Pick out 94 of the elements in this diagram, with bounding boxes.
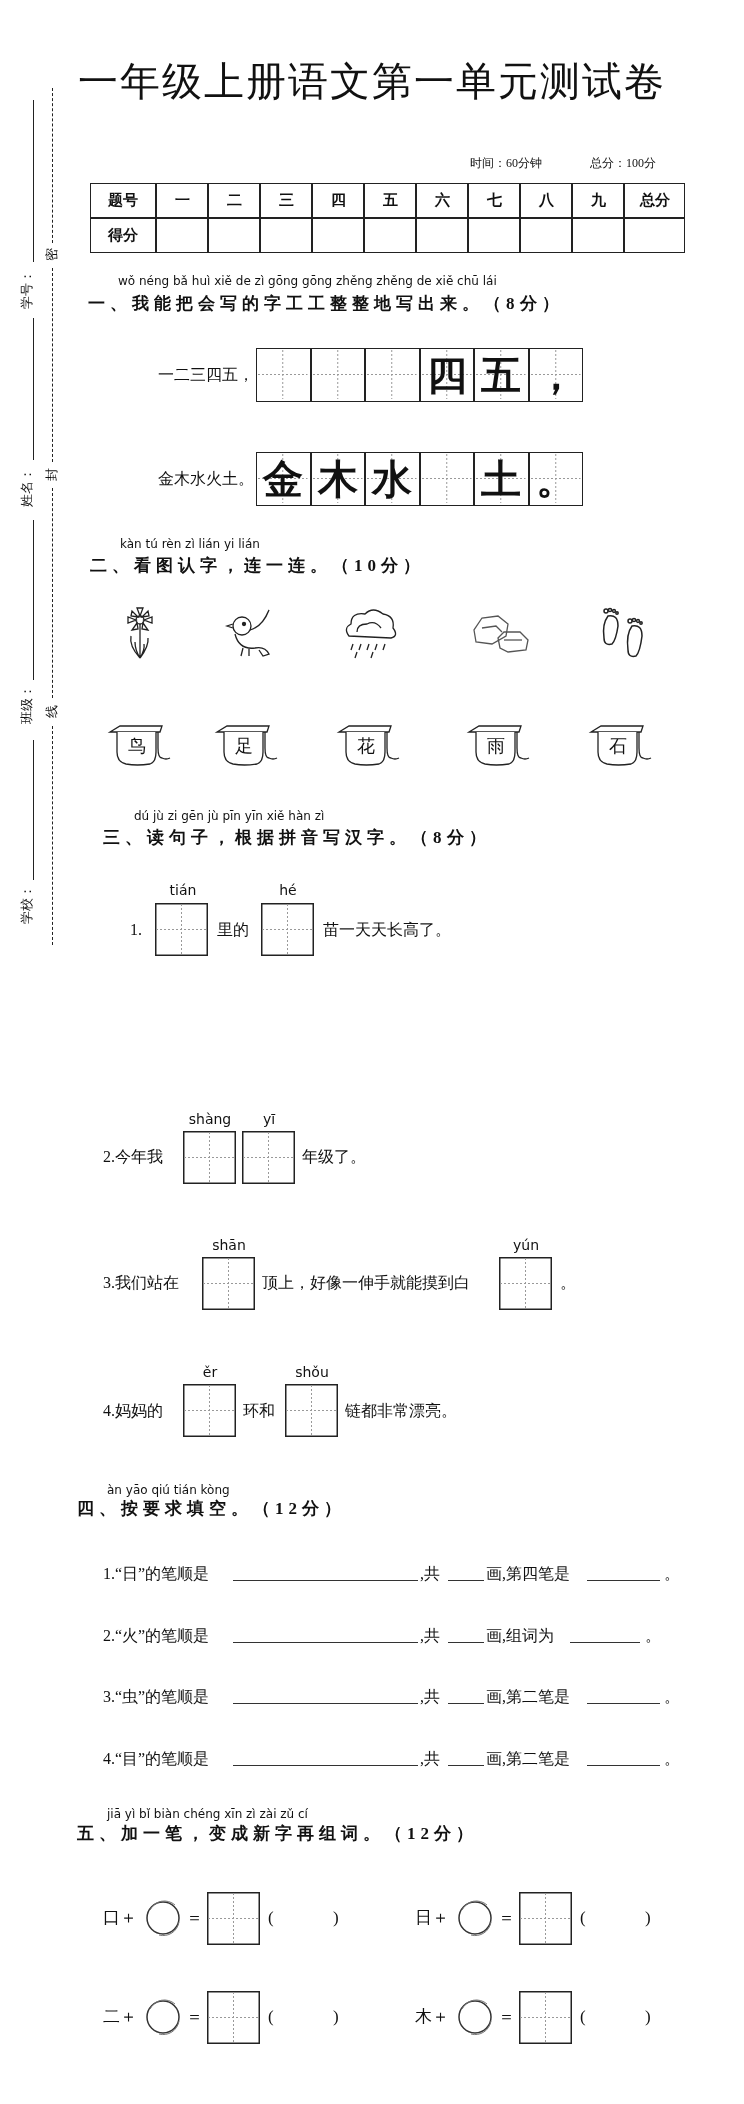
writing-grid-cell: 五 [474, 348, 529, 402]
question-text: 。 [664, 1687, 680, 1707]
question-text: 苗一天天长高了。 [323, 920, 451, 940]
question-text: 画,第二笔是 [486, 1687, 570, 1707]
question-text: 1.“日”的笔顺是 [103, 1564, 210, 1584]
table-cell: 一 [156, 183, 208, 218]
question-text: 2.今年我 [103, 1147, 163, 1167]
question-text: 顶上，好像一伸手就能摸到白 [262, 1273, 470, 1293]
parenthesis: ) [645, 2006, 651, 2028]
table-cell: 九 [572, 183, 624, 218]
parenthesis: ) [645, 1907, 651, 1929]
pinyin-text: shǒu [295, 1363, 329, 1381]
table-cell: 八 [520, 183, 572, 218]
question-text: 2.“火”的笔顺是 [103, 1626, 210, 1646]
page-title: 一年级上册语文第一单元测试卷 [77, 58, 667, 106]
pinyin-text: wǒ néng bǎ huì xiě de zì gōng gōng zhěng zhěng de xiě chū lái [118, 273, 497, 289]
exam-info-text: 时间：60分钟 [470, 155, 542, 171]
question-text: 年级了。 [302, 1147, 366, 1167]
writing-grid-cell: 木 [310, 452, 365, 506]
question-text: 3.“虫”的笔顺是 [103, 1687, 210, 1707]
section-heading: 三、读句子，根据拼音写汉字。（8分） [103, 827, 491, 849]
writing-grid-cell: 金 [256, 452, 311, 506]
parenthesis: ( [580, 1907, 586, 1929]
pinyin-text: tián [169, 881, 197, 899]
question-text: 3.我们站在 [103, 1273, 179, 1293]
writing-grid-cell: 四 [419, 348, 474, 402]
question-text: 1. [130, 920, 142, 940]
section-heading: 二、看图认字，连一连。（10分） [90, 555, 425, 577]
question-text: ,共 [420, 1687, 440, 1707]
character-text: 花 [355, 736, 376, 758]
question-text: 木＋ [415, 2006, 449, 2028]
question-text: 。 [664, 1749, 680, 1769]
table-cell: 题号 [90, 183, 156, 218]
pinyin-text: àn yāo qiú tián kòng [107, 1482, 230, 1498]
section-heading: 一、我能把会写的字工工整整地写出来。（8分） [88, 293, 564, 315]
seal-line-label: 线 [44, 705, 60, 719]
question-text: 画,第二笔是 [486, 1749, 570, 1769]
section-heading: 四、按要求填空。（12分） [77, 1498, 346, 1520]
question-text: 一二三四五， [158, 365, 254, 385]
character-text: 鸟 [126, 736, 147, 758]
question-text: 。 [664, 1564, 680, 1584]
table-cell: 四 [312, 183, 364, 218]
exam-info-text: 总分：100分 [590, 155, 656, 171]
pinyin-text: shàng [188, 1110, 232, 1128]
table-cell: 三 [260, 183, 312, 218]
question-text: 里的 [217, 920, 249, 940]
question-text: 环和 [243, 1401, 275, 1421]
pinyin-text: shān [212, 1236, 246, 1254]
question-text: 二＋ [103, 2006, 137, 2028]
parenthesis: ( [268, 1907, 274, 1929]
question-text: 4.妈妈的 [103, 1401, 163, 1421]
writing-grid-cell: 水 [365, 452, 420, 506]
question-text: 画,组词为 [486, 1626, 554, 1646]
question-text: 口＋ [103, 1907, 137, 1929]
pinyin-text: yún [513, 1236, 539, 1254]
question-text: 。 [560, 1273, 576, 1293]
table-cell: 六 [416, 183, 468, 218]
question-text: 金木水火土。 [158, 469, 254, 489]
parenthesis: ( [268, 2006, 274, 2028]
parenthesis: ) [333, 1907, 339, 1929]
table-cell: 二 [208, 183, 260, 218]
question-text: ＝ [498, 2006, 515, 2028]
question-text: ＝ [498, 1907, 515, 1929]
question-text: ,共 [420, 1564, 440, 1584]
table-cell: 七 [468, 183, 520, 218]
question-text: ,共 [420, 1749, 440, 1769]
question-text: ＝ [186, 1907, 203, 1929]
character-text: 雨 [485, 736, 506, 758]
question-text: ＝ [186, 2006, 203, 2028]
question-text: 链都非常漂亮。 [345, 1401, 457, 1421]
parenthesis: ) [333, 2006, 339, 2028]
question-text: 。 [645, 1626, 661, 1646]
question-text: 日＋ [415, 1907, 449, 1929]
writing-grid-cell: 。 [528, 452, 583, 506]
question-text: 画,第四笔是 [486, 1564, 570, 1584]
pinyin-text: jiā yì bǐ biàn chéng xīn zì zài zǔ cí [107, 1806, 308, 1822]
seal-line-label: 密 [44, 248, 60, 262]
pinyin-text: kàn tú rèn zì lián yi lián [120, 536, 260, 552]
writing-grid-cell: 土 [474, 452, 529, 506]
character-text: 足 [233, 736, 254, 758]
pinyin-text: hé [279, 881, 297, 899]
parenthesis: ( [580, 2006, 586, 2028]
pinyin-text: ěr [202, 1363, 218, 1381]
character-text: 石 [607, 736, 628, 758]
pinyin-text: dú jù zi gēn jù pīn yīn xiě hàn zì [134, 808, 325, 824]
table-cell: 总分 [624, 183, 685, 218]
pinyin-text: yī [262, 1110, 276, 1128]
question-text: 4.“目”的笔顺是 [103, 1749, 210, 1769]
table-cell: 五 [364, 183, 416, 218]
section-heading: 五、加一笔，变成新字再组词。（12分） [77, 1823, 478, 1845]
question-text: ,共 [420, 1626, 440, 1646]
seal-line-label: 封 [44, 468, 60, 482]
writing-grid-cell: ， [528, 348, 583, 402]
table-cell: 得分 [90, 218, 156, 253]
